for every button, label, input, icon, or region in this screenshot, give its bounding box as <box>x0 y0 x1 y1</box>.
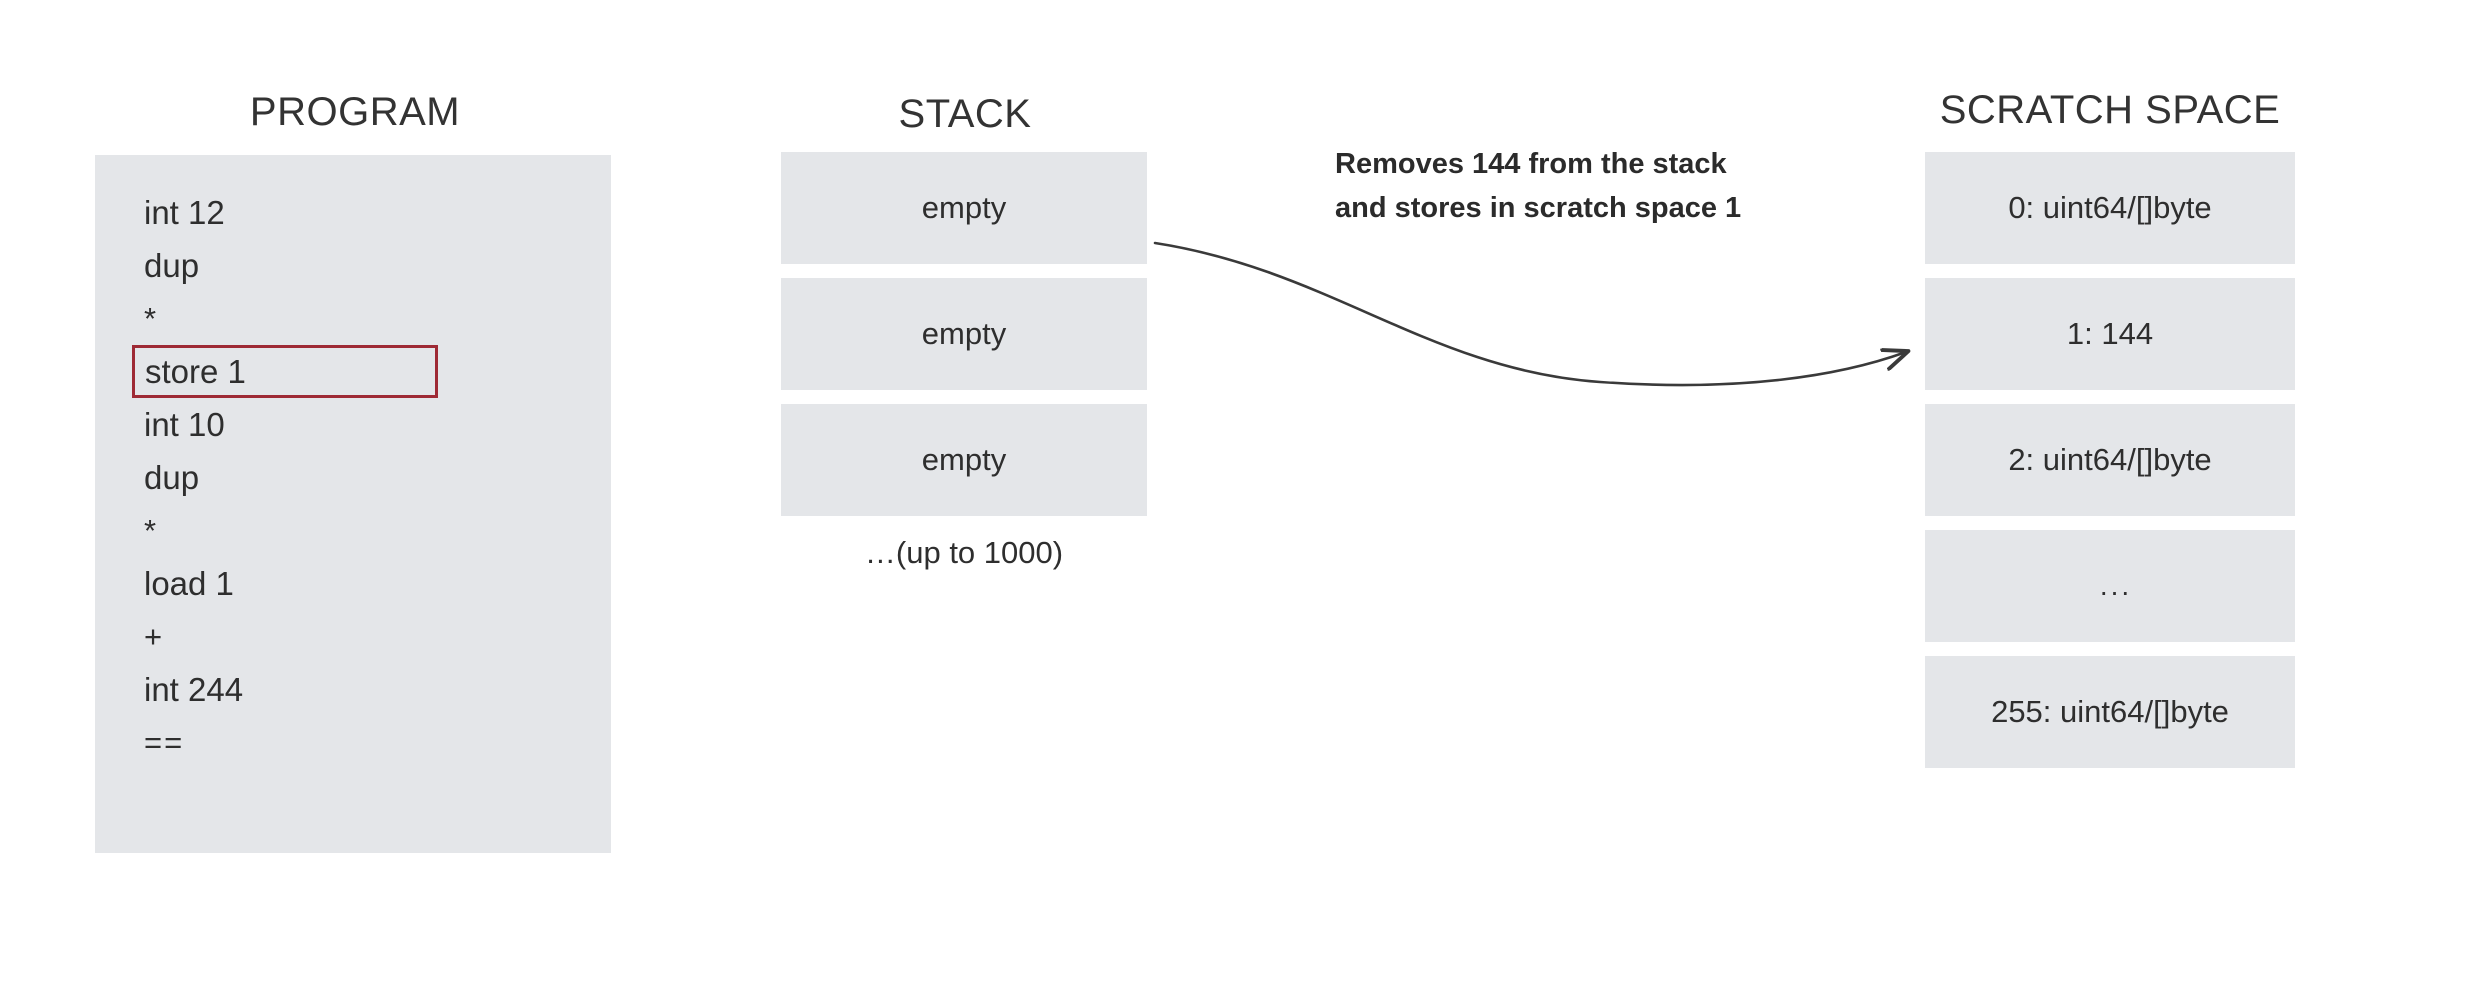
stack-slot-0: empty <box>781 152 1147 264</box>
stack-to-scratch-arrow-icon <box>1153 241 1960 387</box>
program-column-title: PROGRAM <box>249 90 461 134</box>
program-line-equals: == <box>144 725 185 760</box>
program-line-plus: + <box>144 619 165 654</box>
program-line-store-1-highlighted: store 1 <box>132 345 438 398</box>
scratch-slot-0: 0: uint64/[]byte <box>1925 152 2295 264</box>
program-line-int-12: int 12 <box>144 194 225 231</box>
annotation-line-2: and stores in scratch space 1 <box>1335 192 1742 224</box>
program-line-load-1: load 1 <box>144 565 234 602</box>
stack-slot-2: empty <box>781 404 1147 516</box>
program-line-int-10: int 10 <box>144 406 225 443</box>
program-line-multiply-1: * <box>144 301 159 336</box>
stack-column-title: STACK <box>898 92 1032 136</box>
stack-slot-1: empty <box>781 278 1147 390</box>
store-annotation-text: Removes 144 from the stack and stores in… <box>1335 142 1805 230</box>
program-line-dup-1: dup <box>144 247 200 284</box>
scratch-space-column-title: SCRATCH SPACE <box>1939 88 2281 132</box>
annotation-line-1: Removes 144 from the stack <box>1335 148 1727 180</box>
stack-overflow-note: …(up to 1000) <box>864 535 1064 570</box>
program-instruction-list: int 12 dup * store 1 int 10 dup * load 1… <box>132 186 560 769</box>
program-line-dup-2: dup <box>144 459 200 496</box>
scratch-slot-ellipsis: ... <box>1925 530 2295 642</box>
program-line-multiply-2: * <box>144 513 159 548</box>
program-panel <box>95 155 611 853</box>
program-line-int-244: int 244 <box>144 671 244 708</box>
scratch-slot-2: 2: uint64/[]byte <box>1925 404 2295 516</box>
scratch-slot-255: 255: uint64/[]byte <box>1925 656 2295 768</box>
scratch-slot-1: 1: 144 <box>1925 278 2295 390</box>
